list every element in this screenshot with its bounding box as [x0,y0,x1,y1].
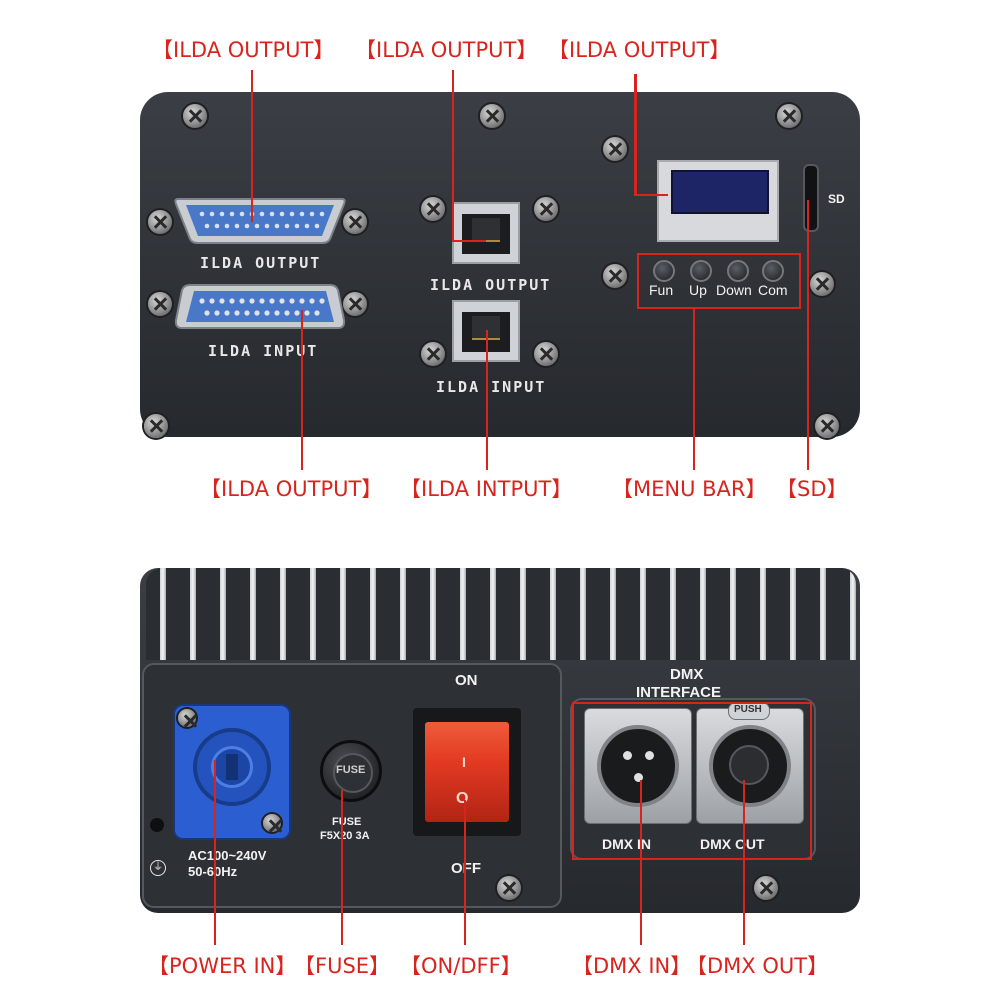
callout-line-db25-out [251,70,253,222]
callout-box-display [634,74,637,196]
callout-line-dmx-in [640,780,642,945]
button-label-down: Down [716,282,752,298]
screw-icon [480,104,504,128]
callout-line-on-off [464,800,466,945]
callout-line-display-h [634,194,668,196]
callout-fuse: 【FUSE】 [294,954,391,978]
dmx-out-xlr-female[interactable] [696,708,804,824]
oled-display [657,160,779,242]
callout-line-power-in [214,760,216,945]
screw-icon [178,709,196,727]
callout-line-dmx-out [743,780,745,945]
button-label-up: Up [689,282,707,298]
callout-line-rj45-out-h [452,240,486,242]
screw-icon [343,210,367,234]
screw-icon [148,210,172,234]
com-button[interactable] [762,260,784,282]
power-frequency-label: 50-60Hz [188,864,238,879]
callout-sd: 【SD】 [776,477,848,501]
screw-icon [421,342,445,366]
down-button[interactable] [727,260,749,282]
callout-line-fuse [341,790,343,945]
db25-input-connector[interactable] [172,282,348,332]
screw-icon [343,292,367,316]
fuse-holder[interactable] [320,740,382,802]
screw-icon [810,272,834,296]
sd-label: SD [828,192,845,206]
fuse-label: FUSE [332,816,362,828]
up-button[interactable] [690,260,712,282]
switch-i-mark: I [462,754,466,770]
screw-icon [534,342,558,366]
panel-hole [150,818,164,832]
power-voltage-label: AC100~240V [188,848,267,863]
push-label: PUSH [734,704,762,715]
button-label-com: Com [758,282,788,298]
dmx-in-label: DMX IN [602,836,651,852]
rj45-output-jack[interactable] [452,202,520,264]
callout-line-rj45-out-v [452,70,454,240]
callout-line-db25-in [301,310,303,470]
db25-output-label: ILDA OUTPUT [200,254,322,272]
screw-icon [777,104,801,128]
fuse-cap-label: FUSE [336,764,366,776]
callout-ilda-intput: 【ILDA INTPUT】 [400,477,573,501]
top-rear-panel: ILDA OUTPUT ILDA INPUT ILDA OUTPUT ILDA … [140,92,860,438]
dmx-out-label: DMX OUT [700,836,765,852]
callout-dmx-in: 【DMX IN】 [572,954,692,978]
switch-o-mark: O [456,790,469,807]
dmx-title: DMX [670,666,704,683]
db25-input-label: ILDA INPUT [208,342,319,360]
callout-line-menu-bar [693,308,695,470]
screw-icon [754,876,778,900]
db25-output-connector[interactable] [172,195,348,247]
callout-on-dff: 【ON/DFF】 [400,954,522,978]
screw-icon [144,414,168,438]
fuse-rating-label: F5X20 3A [320,830,370,842]
screw-icon [421,197,445,221]
callout-dmx-out: 【DMX OUT】 [686,954,829,978]
callout-line-rj45-in [486,330,488,470]
callout-menu-bar: 【MENU BAR】 [612,477,767,501]
screw-icon [603,264,627,288]
callout-power-in: 【POWER IN】 [148,954,297,978]
rj45-input-label: ILDA INPUT [436,378,547,396]
callout-ilda-output-top-2: 【ILDA OUTPUT】 [355,38,538,62]
rj45-output-label: ILDA OUTPUT [430,276,552,294]
callout-box-dmx [572,702,812,860]
screw-icon [263,814,281,832]
screw-icon [815,414,839,438]
callout-ilda-output-top-3: 【ILDA OUTPUT】 [548,38,731,62]
power-rocker-switch[interactable] [413,708,521,836]
callout-box-menu-bar [637,253,801,309]
switch-on-label: ON [455,672,478,689]
callout-ilda-output-top-1: 【ILDA OUTPUT】 [152,38,335,62]
callout-ilda-output-bottom: 【ILDA OUTPUT】 [200,477,383,501]
callout-line-sd [807,200,809,470]
screw-icon [183,104,207,128]
screw-icon [497,876,521,900]
switch-off-label: OFF [451,860,481,877]
screw-icon [603,137,627,161]
sd-card-slot[interactable] [803,164,819,232]
screw-icon [534,197,558,221]
ground-icon: ⏚ [150,860,166,876]
heatsink-fins [146,568,856,660]
dmx-interface-title: INTERFACE [636,684,722,701]
dmx-in-xlr-male[interactable] [584,708,692,824]
fun-button[interactable] [653,260,675,282]
button-label-fun: Fun [649,282,674,298]
bottom-rear-panel: AC100~240V 50-60Hz ⏚ FUSE FUSE F5X20 3A … [140,568,860,913]
screw-icon [148,292,172,316]
